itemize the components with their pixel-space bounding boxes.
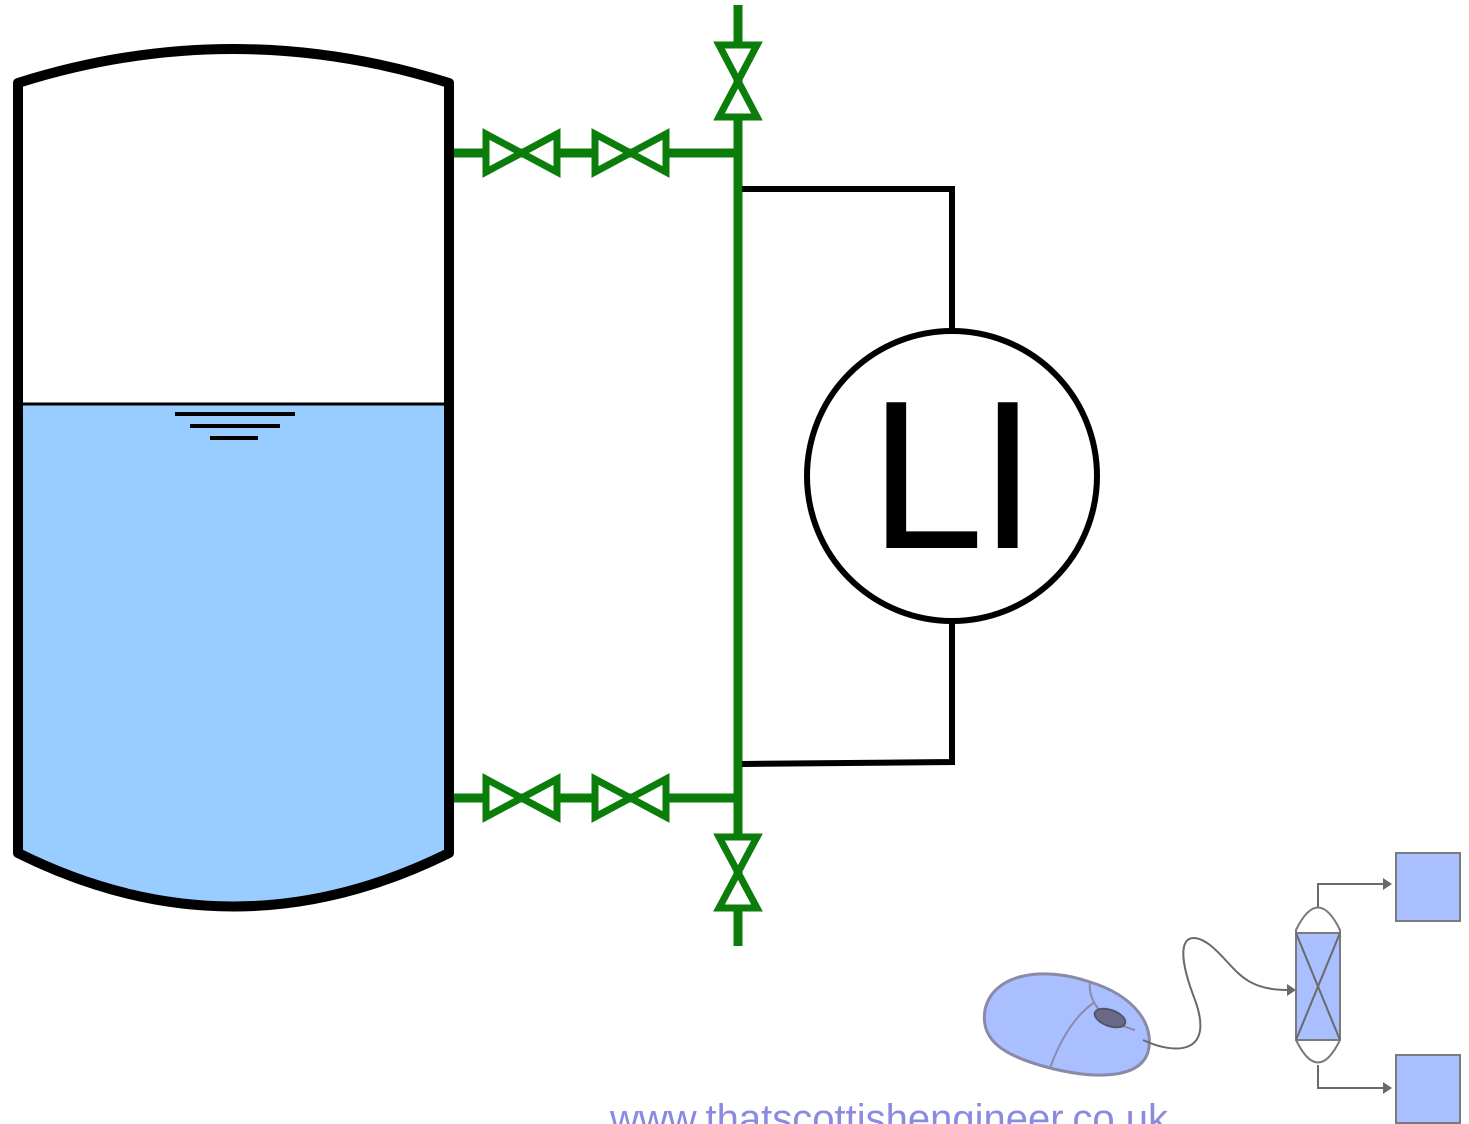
mouse-scroll-wheel xyxy=(1093,1007,1127,1029)
watermark-url: www.thatscottishengineer.co.uk xyxy=(609,1097,1169,1124)
lower-isolation-valve-1 xyxy=(482,773,561,823)
level-indicator-bubble-icon xyxy=(804,328,1100,624)
vent-valve xyxy=(713,41,763,121)
upper-isolation-valve-1 xyxy=(482,128,561,178)
bottom-product-box xyxy=(1395,1054,1461,1124)
instrument-connection-lines xyxy=(741,186,955,767)
drain-valve xyxy=(713,833,763,912)
upper-signal-line xyxy=(742,186,955,330)
water-level-triangle-icon xyxy=(175,412,295,440)
mouse-icon xyxy=(982,972,1151,1077)
lower-signal-line xyxy=(741,622,955,767)
lower-isolation-valve-2 xyxy=(591,773,670,823)
top-product-box xyxy=(1395,852,1461,922)
gate-valve-icon xyxy=(482,41,763,912)
mouse-to-flowsheet-logo-icon xyxy=(982,852,1461,1124)
mouse-cable xyxy=(1142,937,1288,1050)
liquid-level-icon xyxy=(18,404,449,907)
level-indicator: LI xyxy=(804,328,1100,624)
vessel xyxy=(13,44,454,912)
vertical-vessel-icon xyxy=(13,44,454,912)
instrument-tag: LI xyxy=(867,363,1037,596)
upper-isolation-valve-2 xyxy=(591,128,670,178)
